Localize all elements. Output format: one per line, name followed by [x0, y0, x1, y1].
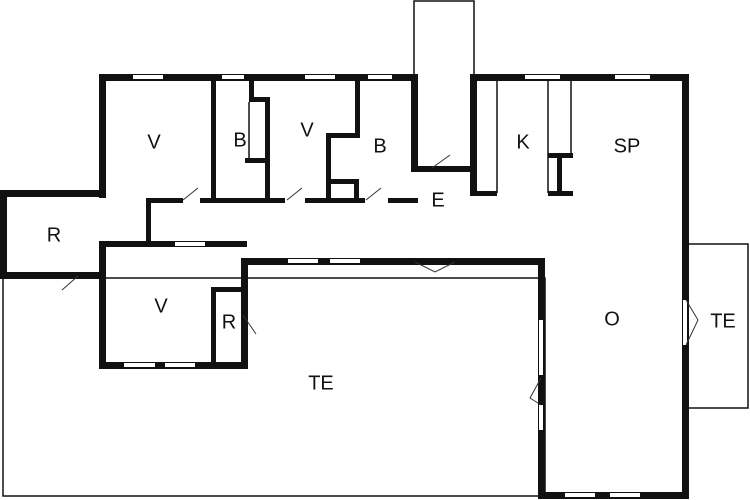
wall-b1-shelf: [245, 158, 270, 163]
windows: [124, 75, 687, 497]
terrace-main-outline: [2, 277, 546, 497]
wall-r-left-west: [0, 190, 7, 279]
wall-east: [682, 74, 689, 499]
wall-north-west: [99, 74, 418, 81]
room-label-r: R: [222, 311, 236, 333]
wall-b1-closet-top: [249, 97, 270, 102]
wall-r-small-east: [241, 258, 248, 369]
wall-kitchen-south-stub: [470, 191, 497, 196]
wall-r-small-north: [211, 287, 247, 292]
wall-v2-b2-lower: [326, 133, 331, 201]
wall-chimney-east: [470, 74, 477, 196]
walls: [0, 74, 689, 499]
wall-v3-north: [99, 241, 247, 247]
wall-r-left-south: [0, 272, 106, 279]
wall-kitchen-island-base: [548, 191, 573, 196]
door-double: [414, 261, 456, 273]
wall-west-lower: [99, 244, 106, 368]
room-label-b: B: [233, 129, 246, 151]
room-label-v: V: [300, 119, 314, 141]
wall-r-left-north: [0, 190, 106, 197]
wall-corridor-south: [241, 258, 545, 265]
wall-b1-closet-stub: [249, 81, 254, 102]
room-label-r: R: [47, 224, 61, 246]
wall-hall-north-2: [200, 198, 285, 203]
room-labels: V B V B K SP R E V R O TE TE: [47, 119, 736, 394]
room-label-k: K: [516, 131, 530, 153]
room-label-sp: SP: [614, 135, 641, 157]
room-label-e: E: [431, 189, 444, 211]
room-label-te: TE: [710, 310, 736, 332]
door-living-terrace: [529, 377, 542, 406]
wall-v2-b2-step: [326, 133, 360, 138]
doors: [61, 154, 699, 406]
door-swing: [286, 187, 303, 201]
door-terrace-right: [685, 299, 699, 346]
room-label-v: V: [147, 131, 161, 153]
wall-kitchen-island-side: [557, 153, 562, 195]
room-label-te: TE: [308, 372, 334, 394]
wall-b2-closet-top: [326, 179, 359, 184]
wall-v2-b2-upper: [355, 81, 360, 138]
door-swing: [182, 187, 199, 201]
wall-v1-b1: [211, 81, 216, 201]
wall-b1-east: [265, 97, 270, 201]
door-swing: [61, 275, 79, 291]
wall-hall-north-3: [305, 198, 365, 203]
chimney-shaft-outline: [413, 0, 475, 168]
wall-north-east: [470, 74, 688, 81]
room-label-o: O: [604, 308, 620, 330]
wall-chimney-west: [411, 74, 418, 172]
room-label-b: B: [373, 135, 386, 157]
wall-hall-north-4: [388, 198, 418, 203]
wall-entrance-stub: [411, 166, 477, 172]
door-swing: [431, 154, 451, 169]
wall-hall-west-stub: [146, 198, 151, 245]
wall-r-small-west: [211, 287, 216, 369]
wall-hall-north-1: [146, 198, 183, 203]
wall-west-upper: [99, 74, 106, 198]
door-swing: [242, 314, 257, 335]
door-swing: [365, 187, 382, 201]
room-label-v: V: [154, 295, 168, 317]
wall-b2-closet-east: [354, 179, 359, 201]
